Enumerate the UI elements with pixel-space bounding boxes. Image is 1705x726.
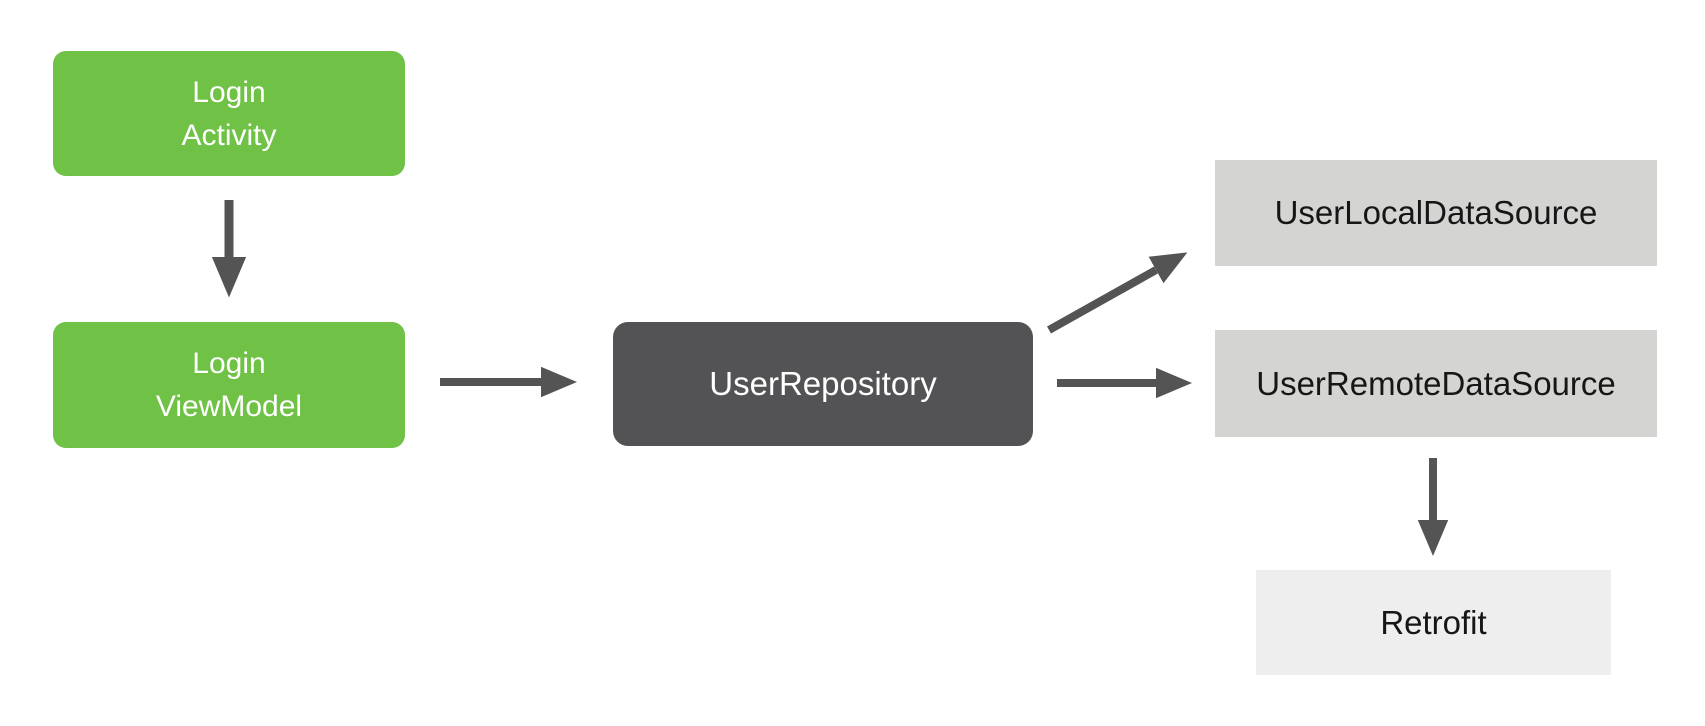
node-retrofit: Retrofit	[1256, 570, 1611, 675]
node-login-activity: Login Activity	[53, 51, 405, 176]
node-user-repository-label: UserRepository	[709, 365, 937, 402]
node-login-activity-label: Login Activity	[181, 75, 277, 152]
node-user-local-data-source: UserLocalDataSource	[1215, 160, 1657, 266]
node-user-remote-data-source-label: UserRemoteDataSource	[1256, 364, 1616, 402]
node-user-repository: UserRepository	[613, 322, 1033, 446]
node-login-viewmodel: Login ViewModel	[53, 322, 405, 448]
node-login-viewmodel-label: Login ViewModel	[155, 347, 303, 423]
node-user-remote-data-source: UserRemoteDataSource	[1215, 330, 1657, 437]
node-retrofit-label: Retrofit	[1380, 603, 1487, 641]
arrow-repository-to-local-datasource-icon	[1047, 252, 1188, 334]
node-user-local-data-source-label: UserLocalDataSource	[1274, 194, 1598, 231]
